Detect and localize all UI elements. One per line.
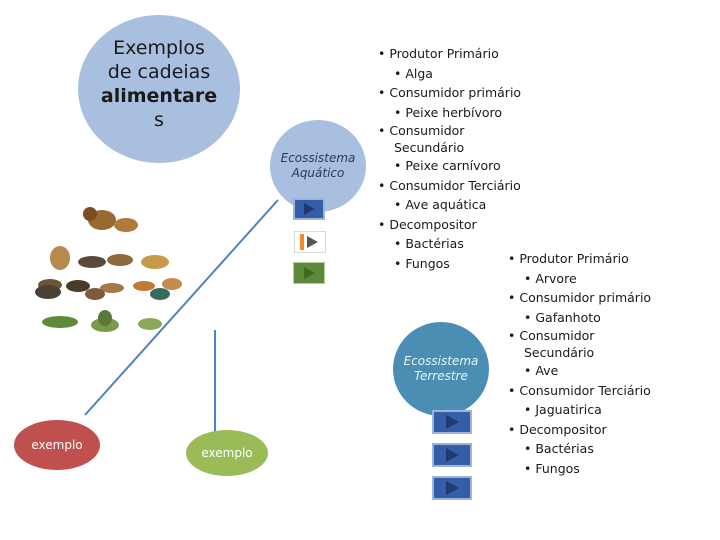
- list-item: • Produtor Primário: [508, 251, 629, 266]
- list-item: • Ave aquática: [394, 197, 487, 212]
- terrestre-play-button-1[interactable]: [432, 410, 472, 434]
- list-item: • Bactérias: [524, 441, 594, 456]
- list-item: • Produtor Primário: [378, 46, 499, 61]
- list-item: • Consumidor primário: [508, 290, 652, 305]
- connector-line-left: [84, 199, 279, 416]
- title-circle: Exemplos de cadeias alimentare s: [78, 15, 240, 163]
- aquatic-play-button-1[interactable]: [293, 198, 325, 220]
- aquatic-play-button-2[interactable]: [294, 231, 326, 253]
- list-item: Secundário: [524, 345, 595, 360]
- play-icon: [446, 481, 459, 495]
- aquatic-food-chain-list: • Produtor Primário • Alga • Consumidor …: [378, 44, 521, 273]
- list-item: • Peixe herbívoro: [394, 104, 502, 120]
- play-icon: [300, 234, 318, 250]
- list-item: • Consumidor: [508, 328, 595, 343]
- list-item: • Arvore: [524, 270, 577, 286]
- exemplo-button-right[interactable]: exemplo: [186, 430, 268, 476]
- exemplo-button-left[interactable]: exemplo: [14, 420, 100, 470]
- list-item: • Fungos: [524, 460, 580, 476]
- list-item: • Jaguatirica: [524, 402, 602, 417]
- list-item: Secundário: [394, 140, 465, 155]
- terrestre-play-button-3[interactable]: [432, 476, 472, 500]
- list-item: • Alga: [394, 65, 433, 81]
- play-icon: [446, 415, 459, 429]
- list-item: • Decompositor: [508, 421, 607, 437]
- list-item: • Consumidor Terciário: [378, 177, 521, 193]
- terrestre-food-chain-list: • Produtor Primário • Arvore • Consumido…: [508, 249, 651, 478]
- terrestre-play-button-2[interactable]: [432, 443, 472, 467]
- list-item: • Fungos: [394, 255, 450, 271]
- aquatic-ecosystem-node[interactable]: Ecossistema Aquático: [270, 120, 366, 212]
- list-item: • Decompositor: [378, 216, 477, 232]
- terrestrial-ecosystem-node[interactable]: Ecossistema Terrestre: [393, 322, 489, 416]
- list-item: • Ave: [524, 363, 559, 378]
- page-title: Exemplos de cadeias alimentare s: [100, 37, 218, 131]
- list-item: • Peixe carnívoro: [394, 158, 501, 173]
- list-item: • Consumidor Terciário: [508, 382, 651, 398]
- list-item: • Gafanhoto: [524, 309, 601, 325]
- play-icon: [304, 267, 315, 279]
- aquatic-play-button-3[interactable]: [293, 262, 325, 284]
- play-icon: [446, 448, 459, 462]
- list-item: • Consumidor: [378, 123, 465, 138]
- list-item: • Bactérias: [394, 236, 464, 251]
- play-icon: [304, 203, 315, 215]
- food-chain-illustration: [35, 207, 182, 332]
- list-item: • Consumidor primário: [378, 85, 522, 100]
